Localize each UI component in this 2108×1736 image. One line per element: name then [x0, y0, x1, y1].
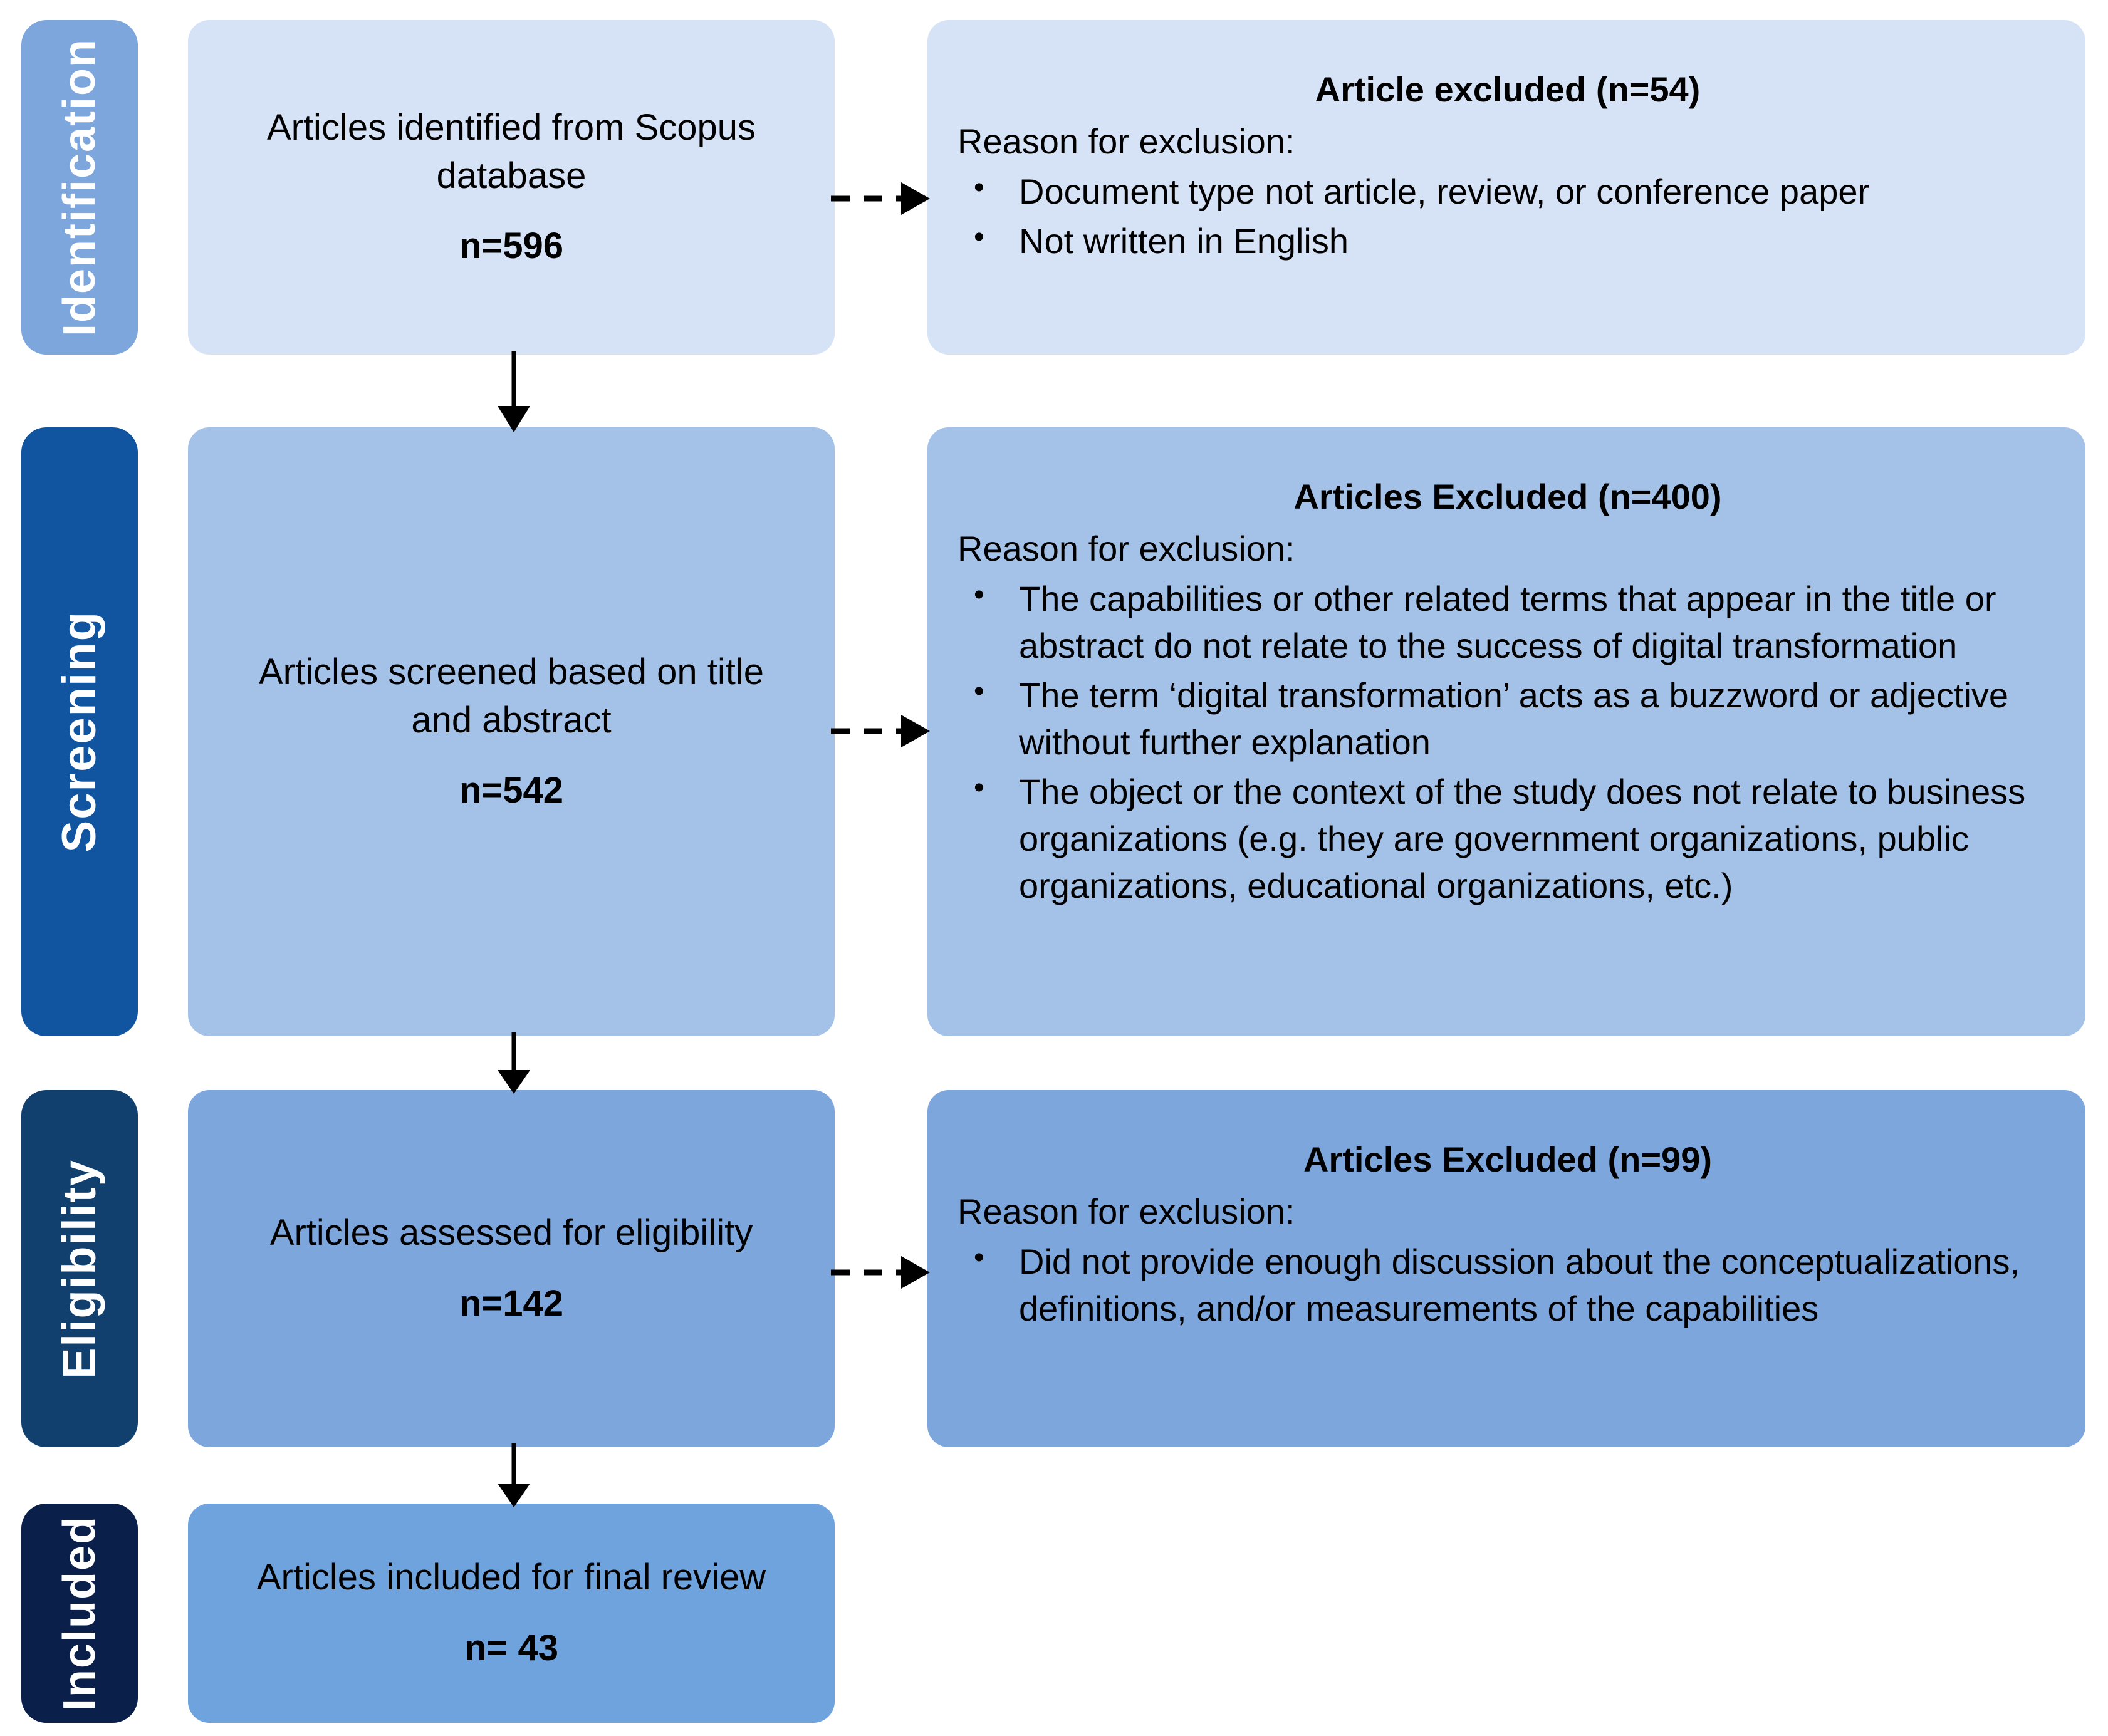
stage-band-eligibility: Eligibility — [21, 1090, 138, 1447]
stage-band-identification-label: Identification — [55, 38, 105, 336]
arrow-down-screened-to-assessed — [498, 1032, 530, 1094]
exclusion-box-level-2: Articles Excluded (n=400) Reason for exc… — [927, 427, 2085, 1036]
flow-box-screened-count: n=542 — [459, 770, 564, 811]
flow-box-included-line1: Articles included for final review — [256, 1557, 766, 1598]
exclusion-reason-item: The capabilities or other related terms … — [974, 575, 2058, 669]
arrow-right-to-exclusion-level-2 — [831, 715, 930, 747]
exclusion-box-level-1-reason-label: Reason for exclusion: — [957, 122, 1295, 161]
exclusion-reason-item: The object or the context of the study d… — [974, 768, 2058, 909]
stage-band-identification: Identification — [21, 20, 138, 355]
exclusion-reason-item: The term ‘digital transformation’ acts a… — [974, 672, 2058, 766]
exclusion-box-level-2-title: Articles Excluded (n=400) — [1293, 477, 1722, 516]
flow-box-identified-line1: Articles identified from Scopus — [266, 107, 756, 148]
exclusion-box-level-2-reason-label: Reason for exclusion: — [957, 529, 1295, 568]
exclusion-box-level-1-reason-list: Document type not article, review, or co… — [957, 168, 2058, 267]
flow-box-screened: Articles screened based on title and abs… — [188, 427, 835, 1036]
exclusion-box-level-1: Article excluded (n=54) Reason for exclu… — [927, 20, 2085, 355]
exclusion-box-level-3-reason-label: Reason for exclusion: — [957, 1192, 1295, 1231]
stage-band-included: Included — [21, 1504, 138, 1723]
flow-box-identified: Articles identified from Scopus database… — [188, 20, 835, 355]
exclusion-box-level-2-reason-list: The capabilities or other related terms … — [957, 575, 2058, 912]
flow-box-screened-line2: and abstract — [411, 699, 612, 741]
arrow-right-to-exclusion-level-3 — [831, 1256, 930, 1289]
exclusion-reason-item: Document type not article, review, or co… — [974, 168, 2058, 215]
stage-band-included-label: Included — [55, 1515, 105, 1711]
exclusion-box-level-3-reason-list: Did not provide enough discussion about … — [957, 1238, 2058, 1334]
exclusion-box-level-1-title: Article excluded (n=54) — [1315, 70, 1701, 109]
stage-band-screening-label: Screening — [53, 611, 106, 853]
flow-box-included-count: n= 43 — [464, 1628, 558, 1668]
arrow-right-to-exclusion-level-1 — [831, 182, 930, 215]
flow-box-identified-count: n=596 — [459, 226, 564, 267]
exclusion-reason-item: Not written in English — [974, 217, 2058, 264]
flow-box-assessed-count: n=142 — [459, 1283, 564, 1324]
flow-box-assessed-line1: Articles assessed for eligibility — [269, 1212, 753, 1254]
exclusion-box-level-3: Articles Excluded (n=99) Reason for excl… — [927, 1090, 2085, 1447]
flow-box-identified-line2: database — [436, 155, 587, 196]
exclusion-box-level-3-title: Articles Excluded (n=99) — [1303, 1140, 1712, 1179]
stage-band-screening: Screening — [21, 427, 138, 1036]
flow-box-screened-line1: Articles screened based on title — [259, 652, 764, 693]
flow-box-assessed: Articles assessed for eligibility n=142 — [188, 1090, 835, 1447]
flow-box-included: Articles included for final review n= 43 — [188, 1504, 835, 1723]
exclusion-reason-item: Did not provide enough discussion about … — [974, 1238, 2058, 1332]
arrow-down-assessed-to-included — [498, 1443, 530, 1507]
stage-band-eligibility-label: Eligibility — [53, 1158, 105, 1379]
arrow-down-identified-to-screened — [498, 351, 530, 432]
